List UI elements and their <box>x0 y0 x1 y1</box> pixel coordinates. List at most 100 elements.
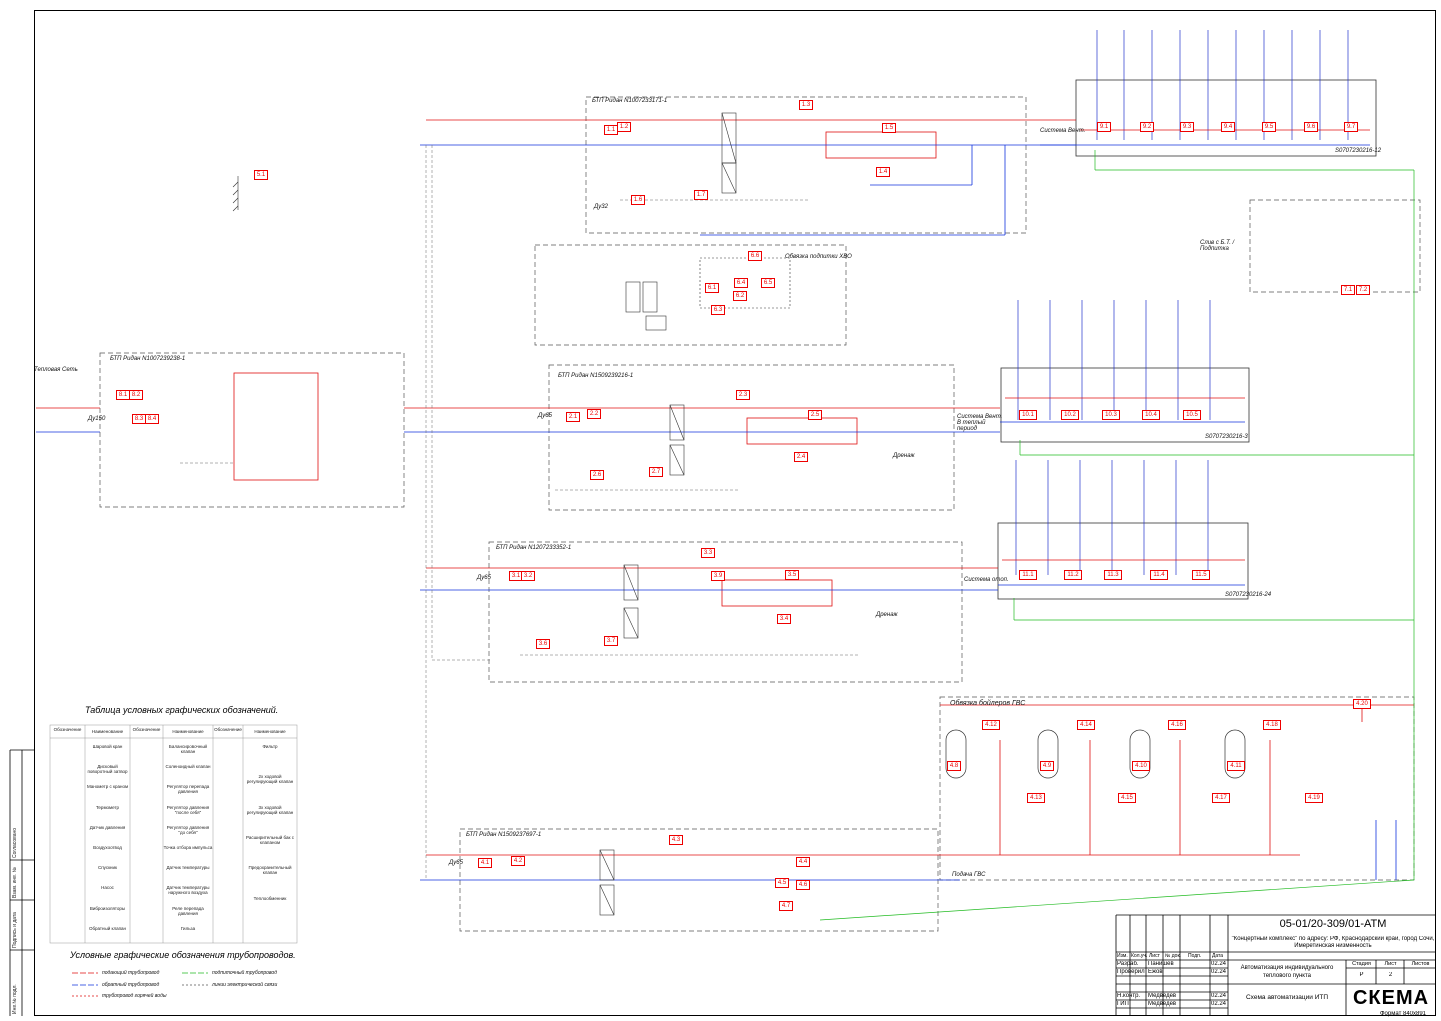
stamp-name-1: Панишев <box>1148 961 1174 967</box>
instrument-tag: 3.4 <box>777 614 791 624</box>
collector-1-label: S0707230216-12 <box>1335 148 1382 154</box>
instrument-tag: 4.10 <box>1132 761 1150 771</box>
instrument-tag: 8.2 <box>129 390 143 400</box>
legend-item: Дисковый поворотный затвор <box>87 764 128 775</box>
instrument-tag: 4.11 <box>1227 761 1245 771</box>
instrument-tag: 11.1 <box>1019 570 1037 580</box>
legend-item: Точка отбора импульса <box>163 845 213 850</box>
stamp-role-1: Разраб. <box>1117 961 1139 967</box>
stamp-date-3: 02.24 <box>1211 993 1227 999</box>
instrument-tag: 8.4 <box>145 414 159 424</box>
instrument-tag: 2.2 <box>587 409 601 419</box>
pipe-legend-hot: трубопровод горячей воды <box>102 993 167 999</box>
legend-title: Таблица условных графических обозначений… <box>85 705 279 715</box>
block-btp-1 <box>585 96 1027 234</box>
stamp-name-4: Медведев <box>1148 1001 1177 1007</box>
legend-item: Манометр с краном <box>86 784 129 790</box>
legend-item: 3х ходовой регулирующий клапан <box>246 804 294 815</box>
instrument-tag: 6.4 <box>734 278 748 288</box>
stamp-sheet-label: Лист <box>1384 961 1397 967</box>
stamp-h-date: Дата <box>1212 953 1224 959</box>
drawing-frame <box>34 10 1436 1016</box>
side-stamp-agreed: Согласовано <box>12 827 18 858</box>
legend-header-2: Наименование <box>91 729 124 734</box>
instrument-tag: 4.7 <box>779 901 793 911</box>
legend-header-6: Наименование <box>254 729 286 734</box>
instrument-tag: 6.6 <box>748 251 762 261</box>
pipe-size-2: Ду65 <box>538 413 552 419</box>
pipe-legend-makeup: подпиточный трубопровод <box>212 970 277 976</box>
pipe-legend-return: обратный трубопровод <box>102 982 160 988</box>
instrument-tag: 2.7 <box>649 467 663 477</box>
stamp-subject: Автоматизация индивидуального теплового … <box>1240 965 1334 979</box>
legend-item: Балансировочный клапан <box>168 744 208 754</box>
instrument-tag: 1.6 <box>631 195 645 205</box>
stamp-role-2: Проверил <box>1117 969 1145 975</box>
drain-label-2: Дренаж <box>876 612 898 618</box>
legend-item: Датчик температуры наружного воздуха <box>166 885 210 896</box>
instrument-tag: 11.2 <box>1064 570 1082 580</box>
block-hvo <box>534 244 847 346</box>
instrument-tag: 4.8 <box>947 761 961 771</box>
instrument-tag: 4.6 <box>796 880 810 890</box>
instrument-tag: 1.4 <box>876 167 890 177</box>
instrument-tag: 7.2 <box>1356 285 1370 295</box>
stamp-h-kol: Кол.уч. <box>1131 953 1148 959</box>
instrument-tag: 6.3 <box>711 305 725 315</box>
pipe-size-5: Ду32 <box>594 204 608 210</box>
block-btp-2 <box>99 352 405 508</box>
legend-item: Датчик температуры <box>166 865 210 871</box>
instrument-tag: 9.4 <box>1221 122 1235 132</box>
collector-2-label: S0707230216-3 <box>1205 434 1248 440</box>
instrument-tag: 1.5 <box>882 123 896 133</box>
legend-header-1: Обозначение <box>53 727 82 732</box>
btp-2-label: БТП Ридан N1007239238-1 <box>110 356 186 362</box>
instrument-tag: 11.3 <box>1104 570 1122 580</box>
drain-fill-label: Слив с Б.Т. / Подпитка <box>1200 240 1235 252</box>
instrument-tag: 6.1 <box>705 283 719 293</box>
instrument-tag: 1.3 <box>799 100 813 110</box>
stamp-h-izm: Изм. <box>1117 953 1128 959</box>
legend-item: Насос <box>101 885 114 891</box>
project-name: "Концертный комплекс" по адресу: РФ, Кра… <box>1231 936 1435 949</box>
stamp-role-4: ГИП <box>1117 1001 1129 1007</box>
sheet-format: Формат 840x891 <box>1380 1011 1427 1017</box>
legend-item: Соленоидный клапан <box>165 764 211 770</box>
legend-item: Датчик давления <box>89 824 126 830</box>
instrument-tag: 10.2 <box>1061 410 1079 420</box>
legend-item: Гильза <box>180 925 196 931</box>
btp-3-label: БТП Ридан N1509239216-1 <box>558 373 634 379</box>
instrument-tag: 5.1 <box>254 170 268 180</box>
legend-item: Шаровой кран <box>92 744 123 749</box>
collector-3-label: S0707230216-24 <box>1225 592 1272 598</box>
pipe-size-4: Ду65 <box>449 860 463 866</box>
instrument-tag: 6.2 <box>733 291 747 301</box>
legend-item: Фильтр <box>262 744 278 749</box>
stamp-name-2: Ежов <box>1148 969 1163 975</box>
instrument-tag: 4.12 <box>982 720 1000 730</box>
instrument-tag: 1.1 <box>604 125 618 135</box>
legend-header-5: Обозначение <box>214 727 242 732</box>
instrument-tag: 4.2 <box>511 856 525 866</box>
stamp-h-doc: № док. <box>1165 953 1182 959</box>
btp-5-label: БТП Ридан N1509237697-1 <box>466 832 542 838</box>
stamp-h-sign: Подп. <box>1188 953 1202 959</box>
stamp-date-2: 02.24 <box>1211 969 1227 975</box>
instrument-tag: 4.16 <box>1168 720 1186 730</box>
stamp-name-3: Медведев <box>1148 993 1177 999</box>
instrument-tag: 8.1 <box>116 390 130 400</box>
instrument-tag: 4.19 <box>1305 793 1323 803</box>
instrument-tag: 10.4 <box>1142 410 1160 420</box>
instrument-tag: 4.1 <box>478 858 492 868</box>
legend-item: Обратный клапан <box>88 925 127 931</box>
instrument-tag: 2.4 <box>794 452 808 462</box>
instrument-tag: 11.4 <box>1150 570 1168 580</box>
instrument-tag: 9.5 <box>1262 122 1276 132</box>
instrument-tag: 3.7 <box>604 636 618 646</box>
pipe-size-1: Ду150 <box>88 416 106 422</box>
heat-network-label: Тепловая Сеть <box>34 367 78 373</box>
instrument-tag: 7.1 <box>1341 285 1355 295</box>
legend-item: Расширительный бак с клапаном <box>245 834 294 845</box>
instrument-tag: 3.6 <box>536 639 550 649</box>
